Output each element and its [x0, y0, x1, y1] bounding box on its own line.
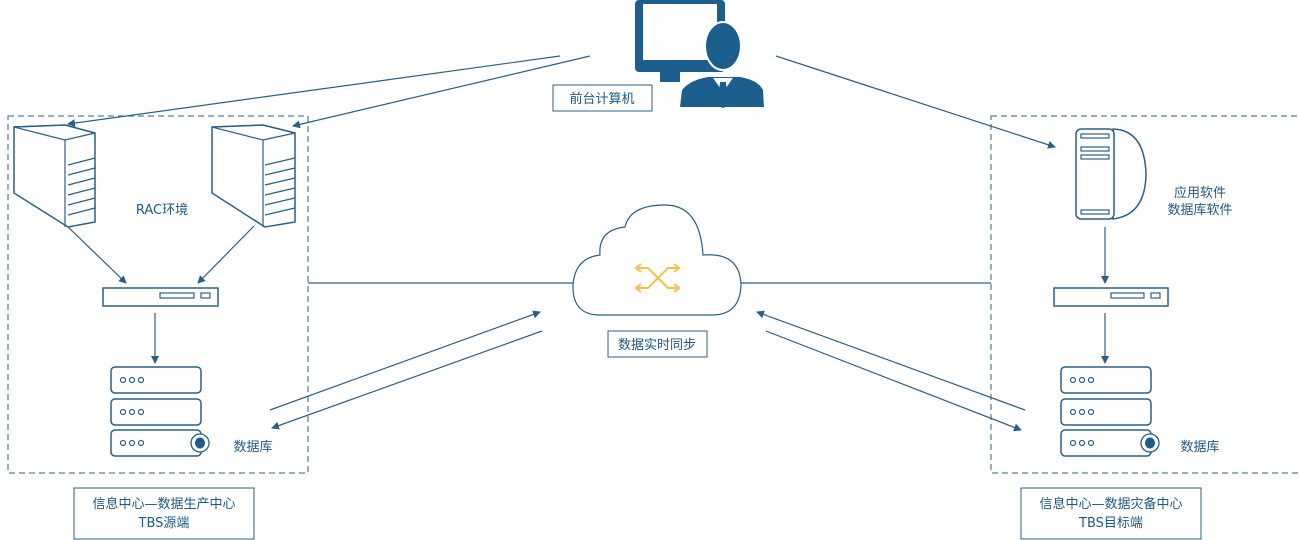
cloud-icon: [572, 204, 742, 316]
sync-label: 数据实时同步: [618, 338, 696, 353]
target-software-line2: 数据库软件: [1167, 202, 1232, 218]
arrow-rac1-to-switch: [67, 226, 127, 284]
source-caption-box: [73, 487, 255, 540]
target-software-line1: 应用软件: [1174, 185, 1226, 201]
frontend-label-box: [552, 84, 653, 112]
source-caption-line2: TBS源端: [138, 516, 190, 531]
sync-icon: [634, 263, 681, 293]
rac-server-2-icon: [211, 124, 296, 228]
frontend-label: 前台计算机: [569, 91, 634, 107]
arrow-to-target-server: [775, 55, 1056, 149]
source-database-icon: [110, 366, 210, 457]
target-zone: [990, 115, 1299, 474]
target-server-icon: [1075, 128, 1147, 220]
computer-user-icon: [635, 0, 764, 108]
source-caption-line1: 信息中心—数据生产中心: [92, 496, 235, 512]
source-zone: [7, 115, 309, 474]
target-caption-line2: TBS目标端: [1078, 516, 1143, 531]
target-db-label: 数据库: [1180, 439, 1219, 455]
source-db-label: 数据库: [233, 439, 272, 455]
source-switch-icon: [102, 287, 219, 307]
sync-label-box: [607, 330, 708, 358]
rac-server-1-icon: [13, 124, 96, 228]
arrow-rac2-to-switch: [197, 225, 255, 284]
target-caption-box: [1020, 487, 1202, 540]
arrow-cloud-to-source: [271, 330, 543, 430]
arrow-source-to-cloud: [269, 310, 541, 411]
rac-label: RAC环境: [136, 203, 188, 218]
target-caption-line1: 信息中心—数据灾备中心: [1039, 496, 1182, 512]
arrow-to-rac-node-1: [67, 55, 561, 128]
arrow-to-rac-node-2: [292, 55, 591, 129]
target-database-icon: [1060, 366, 1160, 457]
arrow-cloud-to-target: [765, 330, 1022, 432]
target-switch-icon: [1053, 287, 1169, 307]
arrow-target-to-cloud: [756, 310, 1026, 411]
